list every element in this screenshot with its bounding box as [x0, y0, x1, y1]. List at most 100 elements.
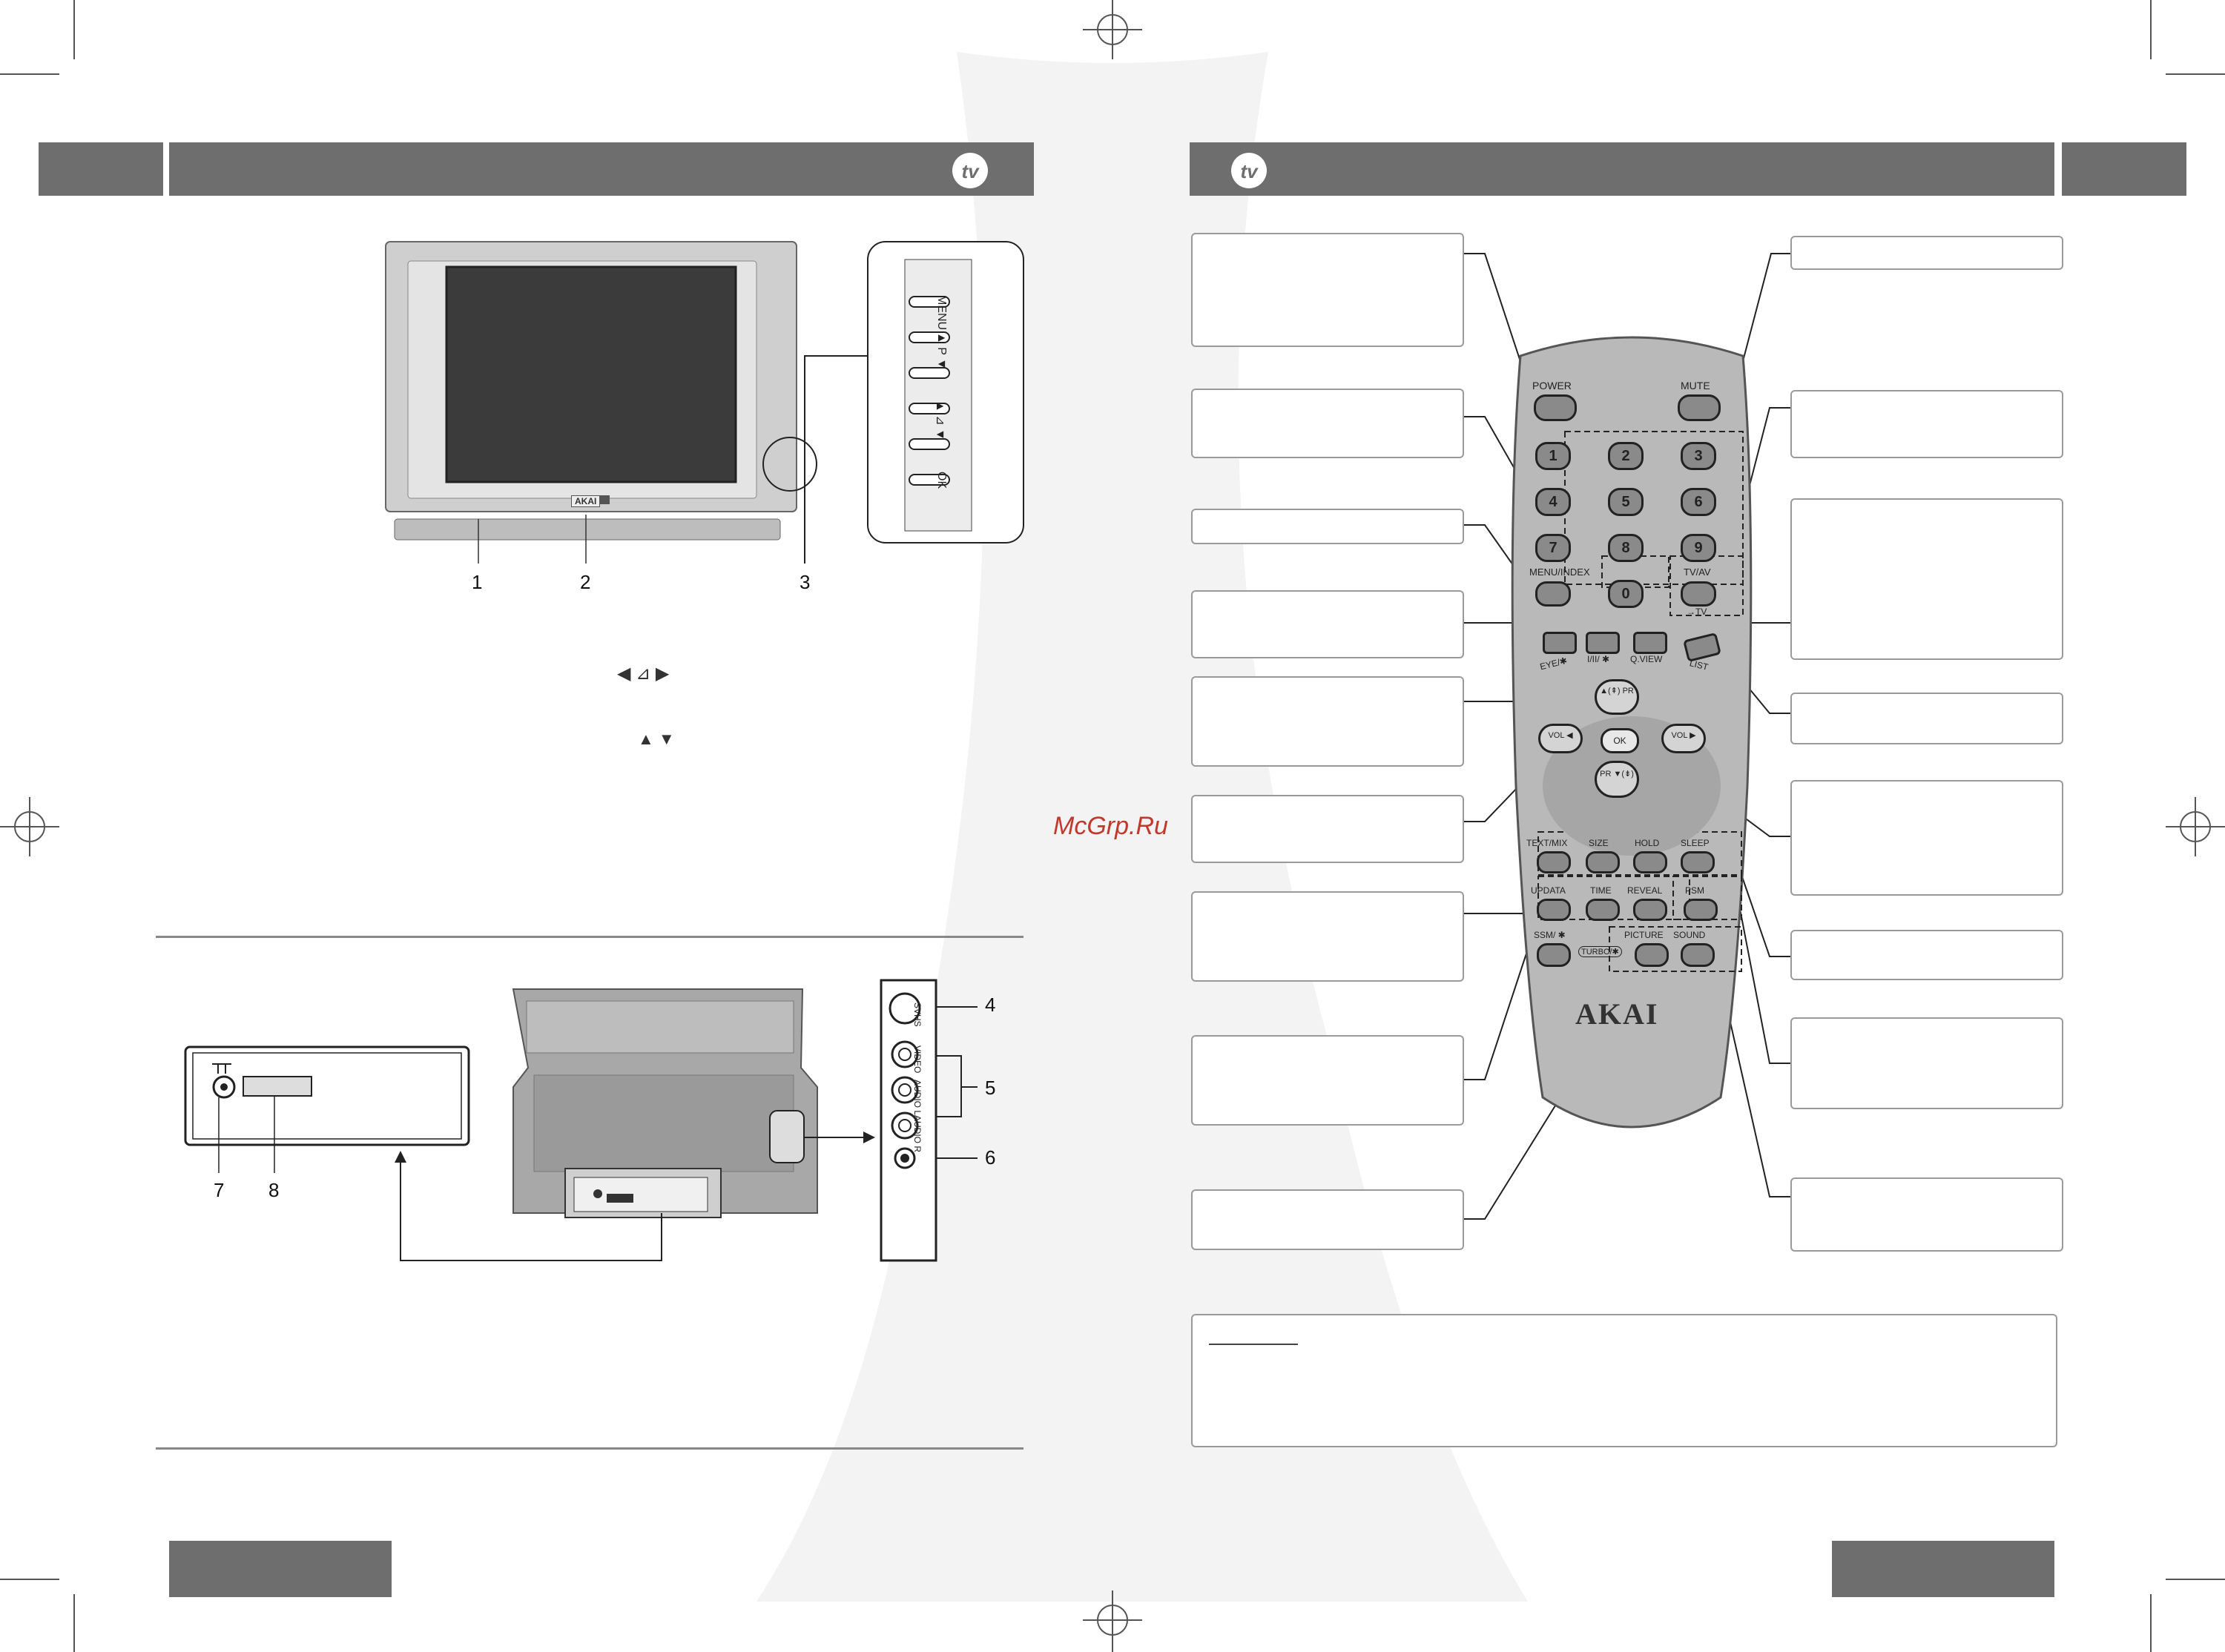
right-page-footer-tab [1832, 1541, 2054, 1597]
callout-box-power [1191, 233, 1464, 347]
digit-button-3[interactable]: 3 [1681, 442, 1716, 470]
i-ii-label: I/II/ ✱ [1587, 654, 1610, 664]
svg-text:tv: tv [961, 160, 980, 182]
eye-button[interactable] [1543, 632, 1577, 654]
tv-front-illustration [385, 241, 1024, 564]
callout-box-digits [1191, 389, 1464, 458]
callout-box-qview [1790, 498, 2063, 660]
callout-box-bottom-right [1790, 1177, 2063, 1252]
ok-button[interactable]: OK [1601, 728, 1639, 753]
tv-logo-icon: tv [1231, 153, 1267, 188]
callout-number: 2 [580, 571, 591, 593]
left-header-tab [39, 142, 163, 196]
callout-box-picture [1191, 1189, 1464, 1250]
mute-button[interactable] [1678, 394, 1721, 421]
digit-button-1[interactable]: 1 [1535, 442, 1571, 470]
callout-box-psm [1790, 930, 2063, 980]
callout-number: 5 [985, 1077, 996, 1099]
callout-number: 1 [472, 571, 483, 593]
digit-button-4[interactable]: 4 [1535, 488, 1571, 516]
digit-button-7[interactable]: 7 [1535, 534, 1571, 562]
remote-brand-logo: AKAI [1575, 997, 1659, 1031]
menu-index-button[interactable] [1535, 581, 1571, 607]
tv-brand-label: AKAI [571, 495, 601, 507]
svg-text:tv: tv [1240, 160, 1259, 182]
callout-box-list [1790, 693, 2063, 744]
bottom-label: SOUND [1673, 930, 1706, 940]
digit-button-8[interactable]: 8 [1608, 534, 1644, 562]
q-view-label: Q.VIEW [1630, 654, 1663, 664]
tv-av-sublabel: →TV [1687, 607, 1707, 617]
left-header-bar [169, 142, 1034, 196]
left-page-footer-tab [169, 1541, 392, 1597]
digit-button-2[interactable]: 2 [1608, 442, 1644, 470]
teletext-label: TEXT/MIX [1526, 838, 1568, 848]
teletext-label: SIZE [1589, 838, 1609, 848]
power-button[interactable] [1534, 394, 1577, 421]
pr-up-button[interactable]: ▲(⇞) PR [1595, 679, 1639, 715]
callout-box-eye [1191, 590, 1464, 658]
psm-button[interactable] [1684, 899, 1718, 921]
vol-right-button[interactable]: VOL ▶ [1661, 724, 1706, 753]
picture-button[interactable] [1635, 943, 1669, 967]
tv-logo-icon: tv [952, 153, 988, 188]
updata-button[interactable] [1537, 899, 1571, 921]
bottom-label: SSM/ ✱ [1534, 930, 1566, 940]
digit-button-5[interactable]: 5 [1608, 488, 1644, 516]
digit-button-9[interactable]: 9 [1681, 534, 1716, 562]
callout-box-teletext [1191, 891, 1464, 982]
callout-box-vol [1191, 795, 1464, 863]
power-label: POWER [1532, 380, 1572, 391]
size-button[interactable] [1586, 851, 1620, 873]
teletext-label: TIME [1590, 885, 1612, 896]
i-ii-button[interactable] [1586, 632, 1620, 654]
hold-button[interactable] [1633, 851, 1667, 873]
watermark: McGrp.Ru [1053, 812, 1168, 840]
callout-box-mute [1790, 236, 2063, 270]
callout-box-sound [1790, 1017, 2063, 1109]
turbo-label: TURBO/✱ [1578, 946, 1622, 957]
callout-box-pr [1191, 676, 1464, 767]
digit-button-0[interactable]: 0 [1608, 580, 1644, 608]
teletext-label: REVEAL [1627, 885, 1663, 896]
sound-button[interactable] [1681, 943, 1715, 967]
tv-av-button[interactable] [1681, 581, 1716, 607]
text-mix-button[interactable] [1537, 851, 1571, 873]
callout-number: 6 [985, 1146, 996, 1169]
tv-rear-illustration [184, 979, 978, 1262]
ssm-button[interactable] [1537, 943, 1571, 967]
time-button[interactable] [1586, 899, 1620, 921]
reveal-button[interactable] [1633, 899, 1667, 921]
tv-av-label: TV/AV [1684, 566, 1711, 578]
mute-label: MUTE [1681, 380, 1710, 391]
pr-down-button[interactable]: PR ▼(⇟) [1595, 761, 1639, 798]
volume-symbol: ◀ ⊿ ▶ [617, 664, 670, 684]
menu-index-label: MENU/INDEX [1529, 566, 1590, 578]
note-underline [1209, 1344, 1298, 1345]
callout-box-tvav [1790, 390, 2063, 458]
note-box [1191, 1314, 2057, 1447]
section-divider [156, 1447, 1024, 1450]
sleep-button[interactable] [1681, 851, 1715, 873]
section-divider [156, 936, 1024, 938]
right-header-bar [1190, 142, 2054, 196]
callout-box-ssm [1191, 1035, 1464, 1126]
callout-number: 4 [985, 994, 996, 1016]
teletext-label: PSM [1685, 885, 1705, 896]
vol-left-button[interactable]: VOL ◀ [1538, 724, 1583, 753]
callout-box-ok [1790, 780, 2063, 896]
bottom-label: PICTURE [1624, 930, 1664, 940]
right-header-tab [2062, 142, 2186, 196]
teletext-label: UPDATA [1531, 885, 1566, 896]
program-symbol: ▲ ▼ [638, 730, 675, 748]
callout-number: 7 [214, 1179, 225, 1201]
callout-box-menu [1191, 509, 1464, 544]
callout-number: 3 [800, 571, 811, 593]
q-view-button[interactable] [1633, 632, 1667, 654]
teletext-label: HOLD [1635, 838, 1660, 848]
teletext-label: SLEEP [1681, 838, 1710, 848]
digit-button-6[interactable]: 6 [1681, 488, 1716, 516]
callout-number: 8 [268, 1179, 280, 1201]
